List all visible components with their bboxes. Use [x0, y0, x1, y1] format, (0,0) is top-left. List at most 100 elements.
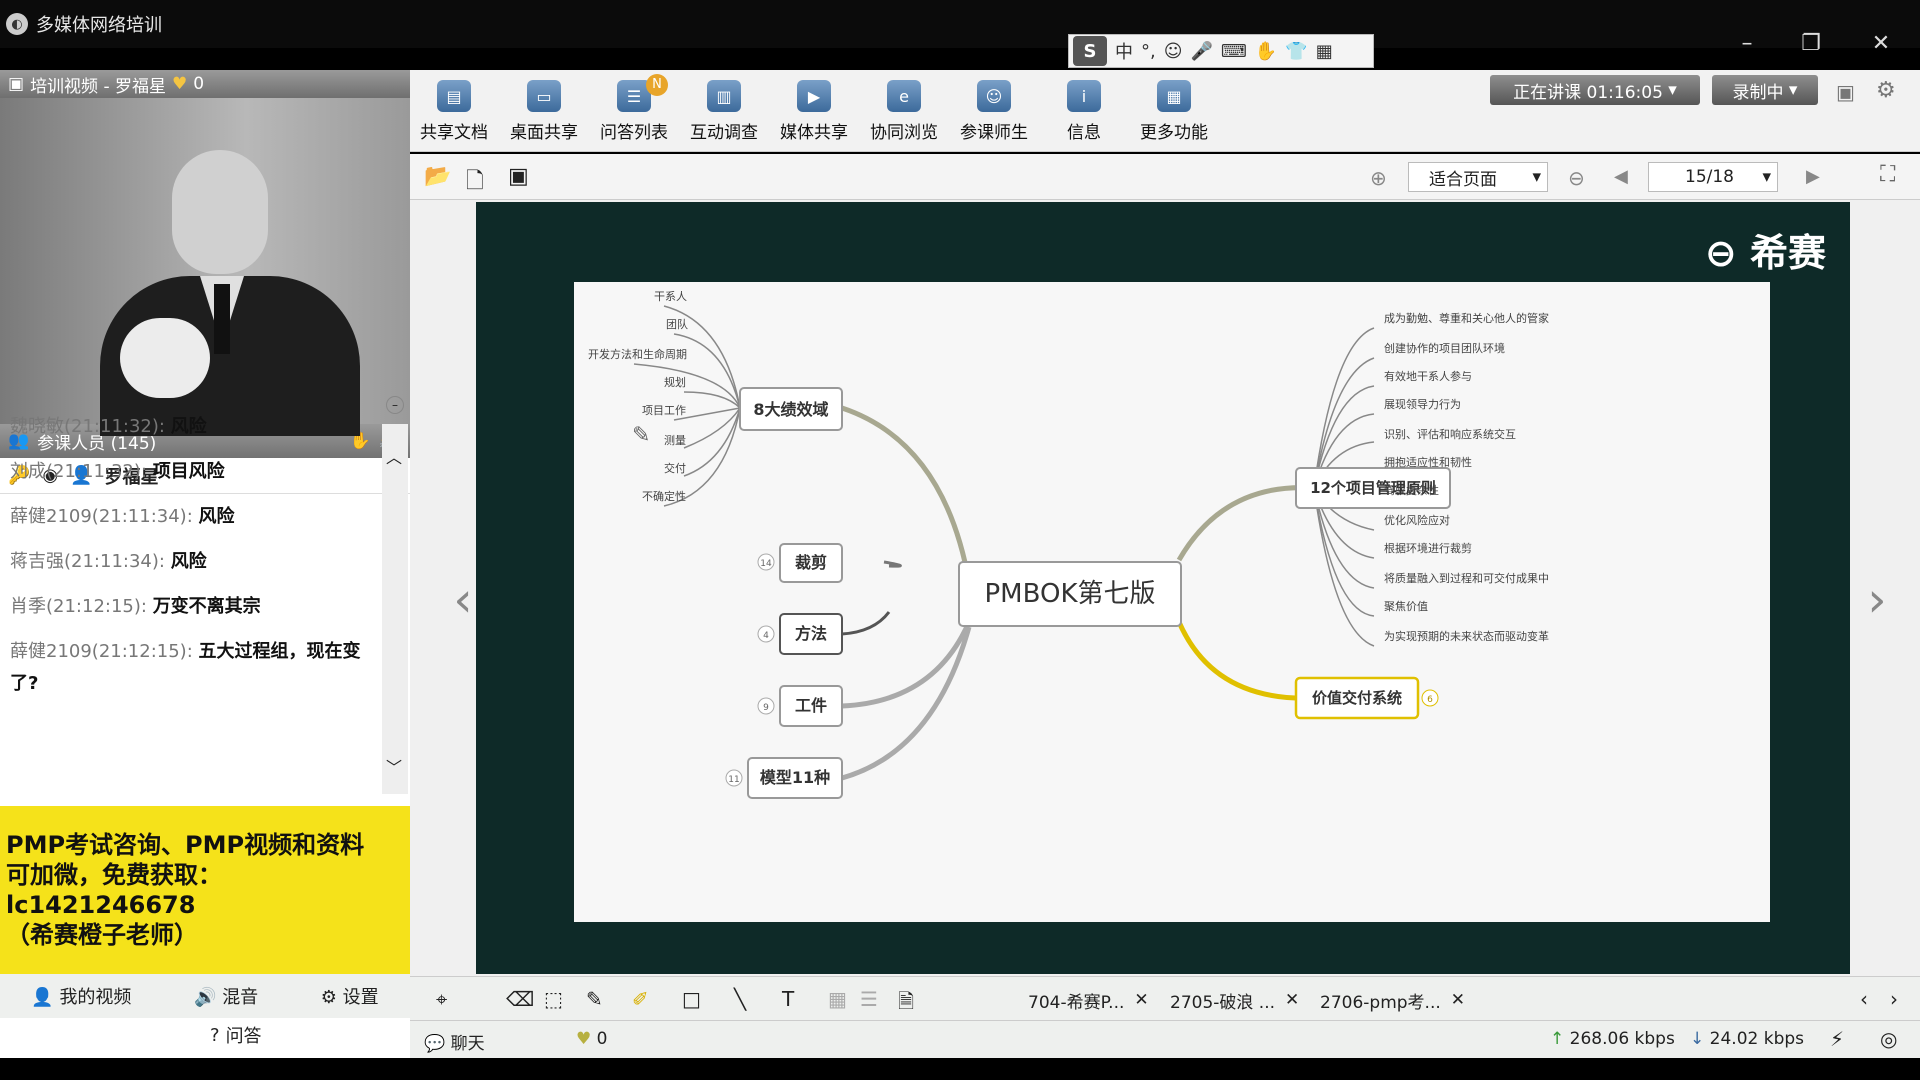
next-page-icon[interactable]: ▶ — [1806, 166, 1820, 187]
raise-hand-icon[interactable]: ✋ — [349, 431, 371, 451]
chat-message: 刘成(21:11:32): 项目风险 — [10, 461, 225, 482]
line-icon[interactable]: ╲ — [734, 987, 747, 1011]
minimize-icon[interactable]: – — [1741, 30, 1753, 56]
chat-message: 薛健2109(21:12:15): 五大过程组，现在变 — [10, 641, 361, 662]
collapse-icon[interactable]: – — [386, 396, 404, 414]
fullscreen-icon[interactable]: ⛶ — [1880, 162, 1896, 187]
chat-message: 肖季(21:12:15): 万变不离其宗 — [10, 596, 261, 617]
rectangle-icon[interactable]: □ — [682, 987, 701, 1011]
pen-cursor-icon: ✎ — [632, 423, 650, 448]
hand-icon[interactable]: ✋ — [1254, 40, 1278, 62]
open-folder-icon[interactable]: 📂 — [424, 164, 452, 189]
pen-icon[interactable]: ✎ — [586, 987, 603, 1011]
screen-capture-icon[interactable]: ▣ — [508, 164, 529, 189]
grid-icon[interactable]: ▦ — [1315, 40, 1333, 62]
value-system-node: 价值交付系统 — [1312, 689, 1402, 707]
video-feed — [0, 98, 410, 436]
key-icon: 🔑 — [8, 465, 31, 486]
attendees-button[interactable]: ☺参课师生 — [954, 80, 1034, 143]
principle-item: 为实现预期的未来状态而驱动变革 — [1384, 629, 1549, 643]
domain-item: 开发方法和生命周期 — [588, 347, 687, 361]
record-dropdown[interactable]: 录制中 ▾ — [1712, 75, 1818, 105]
highlighter-icon[interactable]: ✐ — [632, 987, 649, 1011]
live-status-dropdown[interactable]: 正在讲课 01:16:05 ▾ — [1490, 75, 1700, 105]
media-share-button[interactable]: ▶媒体共享 — [774, 80, 854, 143]
annotation-toolbar: ⌖ ⌫ ⬚ ✎ ✐ □ ╲ T ▦ ☰ 🗎 704-希赛P...✕ 2705-破… — [410, 976, 1920, 1022]
prev-slide-arrow[interactable]: ‹ — [453, 572, 473, 628]
next-slide-arrow[interactable]: › — [1867, 572, 1887, 628]
models-node: 模型11种 — [760, 768, 830, 787]
desktop-share-button[interactable]: ▭桌面共享 — [504, 80, 584, 143]
ime-logo-icon[interactable]: S — [1073, 36, 1107, 66]
qa-tab[interactable]: ? 问答 — [210, 1020, 410, 1050]
skin-icon[interactable]: 👕 — [1285, 40, 1308, 62]
zoom-in-icon[interactable]: ⊕ — [1370, 166, 1387, 190]
mix-button[interactable]: 🔊 混音 — [194, 987, 259, 1008]
mic-icon[interactable]: 🎤 — [1190, 40, 1213, 62]
select-icon[interactable]: ⬚ — [544, 987, 563, 1011]
new-doc-icon[interactable]: 🗋 — [466, 169, 484, 194]
doc-tab[interactable]: 2706-pmp考...✕ — [1320, 990, 1466, 1013]
domain-item: 测量 — [664, 434, 686, 447]
close-icon[interactable]: ✕ — [1871, 30, 1891, 56]
keyboard-icon[interactable]: ⌨ — [1220, 40, 1247, 62]
zoom-out-icon[interactable]: ⊖ — [1568, 166, 1585, 190]
text-icon[interactable]: T — [782, 987, 795, 1011]
chat-tab[interactable]: 💬 聊天 — [424, 1034, 485, 1054]
tab-scroll-right-icon[interactable]: › — [1890, 987, 1898, 1011]
grid-view-icon[interactable]: ▦ — [828, 987, 847, 1011]
principle-item: 展现领导力行为 — [1384, 398, 1461, 411]
title-bar: ◐ 多媒体网络培训 — [0, 0, 1920, 48]
tailoring-count: 14 — [760, 559, 772, 569]
my-video-button[interactable]: 👤 我的视频 — [31, 987, 132, 1008]
promo-line: lc1421246678 — [6, 891, 196, 919]
zoom-select[interactable]: 适合页面▾ — [1408, 162, 1548, 192]
chat-scrollbar[interactable]: – ︿ ﹀ — [382, 396, 408, 794]
close-icon[interactable]: ✕ — [1285, 990, 1300, 1010]
qa-list-button[interactable]: ☰问答列表 N — [594, 74, 674, 143]
more-button[interactable]: ▦更多功能 — [1134, 80, 1214, 143]
restore-icon[interactable]: ❐ — [1801, 30, 1821, 56]
layout-icon[interactable]: ▣ — [1836, 80, 1855, 104]
pointer-icon[interactable]: ⌖ — [436, 987, 448, 1011]
slide: ⊖ 希赛 — [476, 202, 1850, 974]
scroll-down-icon[interactable]: ﹀ — [386, 758, 403, 777]
presenter-row[interactable]: 🔑 ◉ 👤 罗福星 — [0, 458, 410, 494]
document-toolbar: 📂 🗋 ▣ ⊕ 适合页面▾ ⊖ ◀ 15/18▾ ▶ ⛶ — [410, 154, 1920, 200]
browser-icon: e — [887, 80, 921, 112]
domain-item: 项目工作 — [642, 404, 686, 417]
share-docs-button[interactable]: ▤共享文档 — [414, 80, 494, 143]
tab-scroll-left-icon[interactable]: ‹ — [1860, 987, 1868, 1011]
speaker-icon: ◉ — [42, 465, 59, 486]
doc-tab[interactable]: 704-希赛P...✕ — [1028, 990, 1149, 1013]
center-node: PMBOK第七版 — [984, 579, 1155, 609]
ime-toolbar[interactable]: S 中 °, ☺ 🎤 ⌨ ✋ 👕 ▦ — [1068, 34, 1374, 68]
question-icon: ? — [210, 1024, 220, 1046]
gear-icon[interactable]: ⚙ — [1876, 78, 1896, 103]
close-icon[interactable]: ✕ — [1134, 990, 1149, 1010]
eraser-icon[interactable]: ⌫ — [506, 987, 535, 1011]
page-select[interactable]: 15/18▾ — [1648, 162, 1778, 192]
list-view-icon[interactable]: ☰ — [860, 987, 878, 1011]
emoji-icon[interactable]: ☺ — [1163, 40, 1183, 62]
prev-page-icon[interactable]: ◀ — [1614, 166, 1628, 187]
doc-tab[interactable]: 2705-破浪 ...✕ — [1170, 990, 1300, 1013]
close-icon[interactable]: ✕ — [1450, 990, 1466, 1010]
principle-item: 成为勤勉、尊重和关心他人的管家 — [1384, 311, 1549, 325]
scroll-up-icon[interactable]: ︿ — [386, 448, 403, 467]
settings-button[interactable]: ⚙ 设置 — [320, 987, 379, 1008]
doc-list-icon[interactable]: 🗎 — [898, 989, 915, 1013]
ime-punct-icon[interactable]: °, — [1141, 40, 1156, 62]
survey-button[interactable]: ▥互动调查 — [684, 80, 764, 143]
chat-icon: 💬 — [424, 1034, 446, 1054]
domain-item: 不确定性 — [642, 489, 686, 503]
video-likes: 0 — [193, 74, 205, 94]
left-panel: ▣ 培训视频 - 罗福星 ♥ 0 👥 参课人员 (145) ✋ 👏 🔑 ◉ 👤 … — [0, 70, 410, 1080]
document-icon: ▤ — [437, 80, 471, 112]
arrow-down-icon: ↓ — [1690, 1029, 1705, 1049]
ime-mode-icon[interactable]: 中 — [1115, 42, 1133, 63]
globe-icon: ◎ — [1880, 1027, 1898, 1051]
principle-item: 有效地干系人参与 — [1384, 369, 1472, 383]
